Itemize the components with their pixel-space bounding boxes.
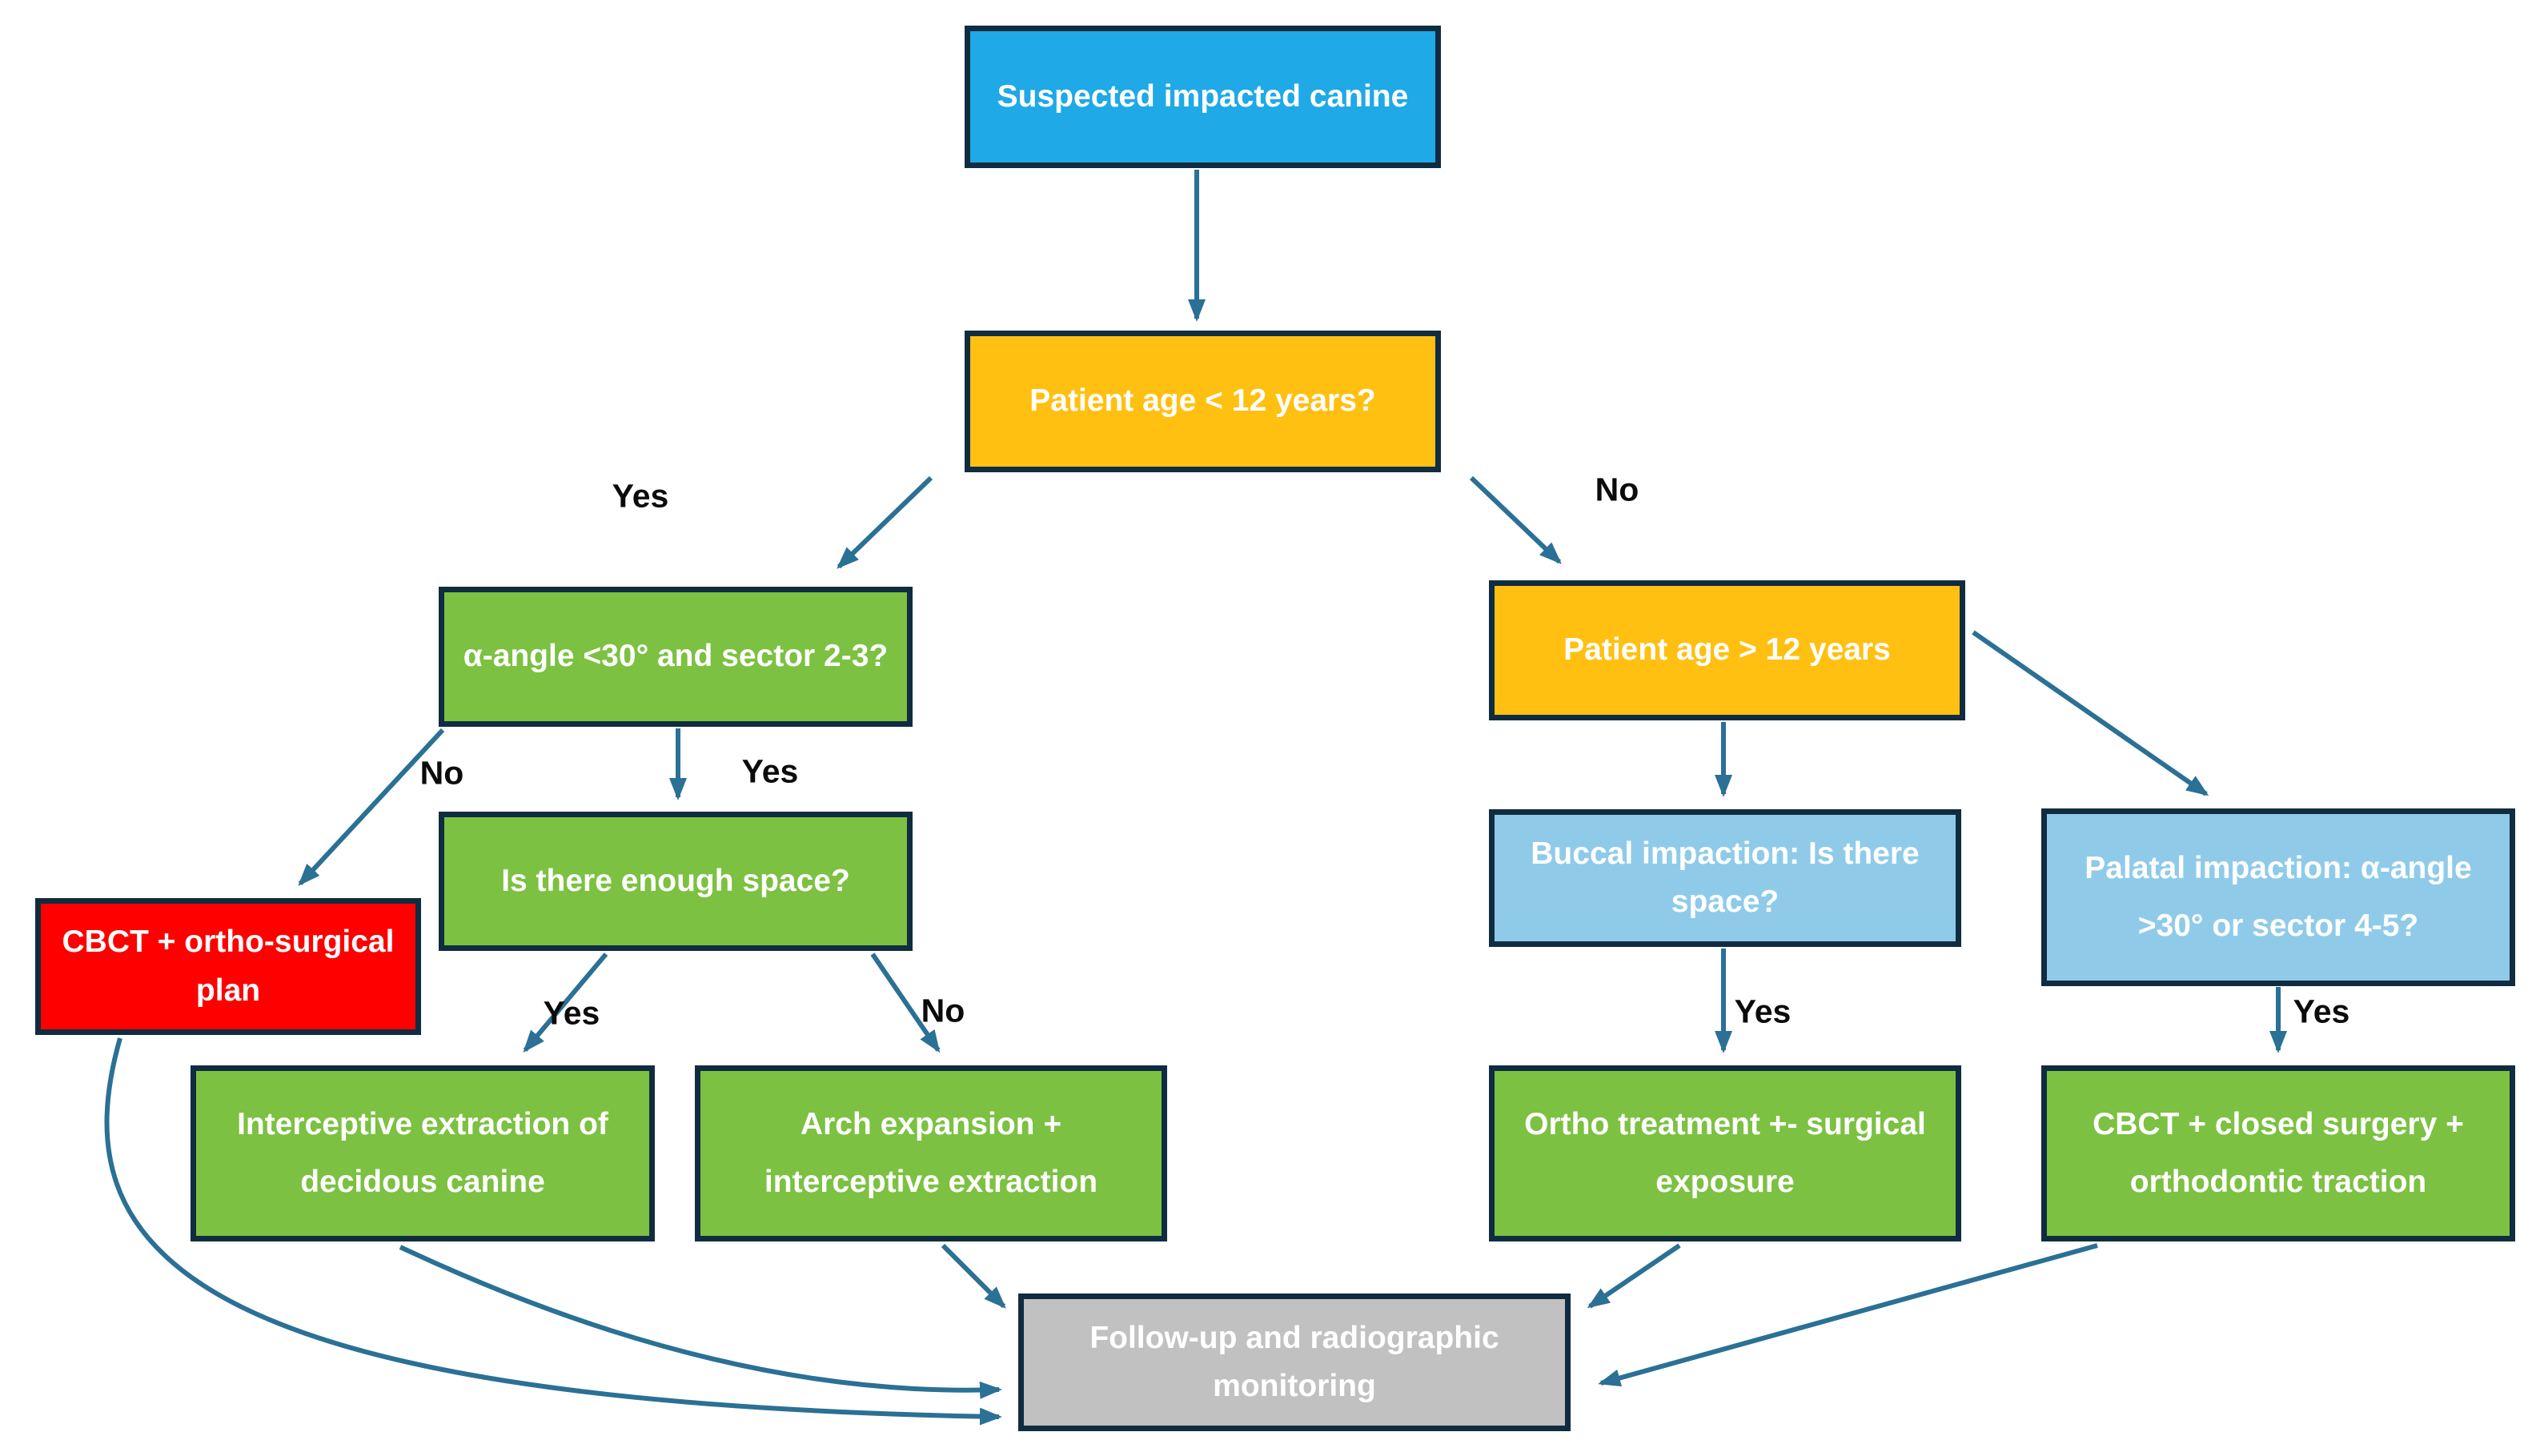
node-ortho-treatment-exposure: Ortho treatment +- surgical exposure xyxy=(1489,1065,1961,1241)
node-cbct-closed-surgery: CBCT + closed surgery + orthodontic trac… xyxy=(2041,1065,2515,1241)
arrow-no-to-age12 xyxy=(1469,475,1562,564)
label-yes-palatal: Yes xyxy=(2293,993,2350,1030)
node-patient-age-lt-12: Patient age < 12 years? xyxy=(965,331,1441,472)
arrow-no-to-cbct-ortho xyxy=(298,728,445,886)
node-arch-expansion: Arch expansion + interceptive extraction xyxy=(695,1065,1167,1241)
label-no-alpha: No xyxy=(419,754,464,792)
arrow-cbct-closed-to-followup xyxy=(1598,1243,2098,1387)
node-suspected-impacted-canine: Suspected impacted canine xyxy=(965,26,1441,168)
label-yes-buccal: Yes xyxy=(1734,993,1792,1030)
label-no-age-lt12: No xyxy=(1595,471,1639,508)
node-patient-age-gt-12: Patient age > 12 years xyxy=(1489,580,1965,720)
arrow-age12-to-palatal xyxy=(1972,630,2209,796)
arrow-arch-to-followup xyxy=(941,1243,1006,1309)
arrow-yes-to-alpha xyxy=(837,475,933,569)
node-alpha-angle-sector: α-angle <30° and sector 2-3? xyxy=(439,587,913,727)
node-interceptive-extraction: Interceptive extraction of decidous cani… xyxy=(191,1065,655,1241)
label-yes-alpha: Yes xyxy=(741,752,799,790)
label-no-space: No xyxy=(921,992,965,1029)
arrow-ortho-to-followup xyxy=(1587,1243,1681,1309)
label-yes-space: Yes xyxy=(543,994,600,1032)
node-buccal-impaction: Buccal impaction: Is there space? xyxy=(1489,809,1961,947)
node-enough-space: Is there enough space? xyxy=(439,812,913,951)
arrow-interceptive-to-followup xyxy=(399,1245,1002,1399)
node-cbct-ortho-surgical-plan: CBCT + ortho-surgical plan xyxy=(35,898,421,1035)
node-follow-up-monitoring: Follow-up and radiographic monitoring xyxy=(1018,1294,1571,1431)
label-yes-age-lt12: Yes xyxy=(612,477,669,515)
node-palatal-impaction: Palatal impaction: α-angle >30° or secto… xyxy=(2041,808,2515,986)
